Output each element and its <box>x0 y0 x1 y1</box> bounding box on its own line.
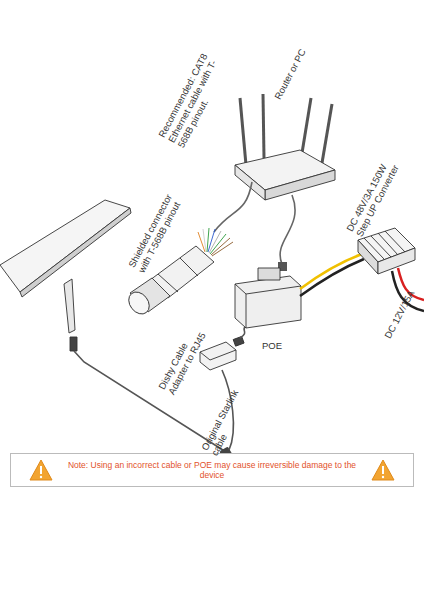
part-label: Router or PC <box>272 25 319 101</box>
part-label: Original Starlink cable <box>199 385 251 457</box>
wire <box>300 259 364 296</box>
cable <box>240 326 246 338</box>
step-up-converter <box>358 228 415 274</box>
ethernet-cable <box>280 195 295 264</box>
wire <box>300 254 362 289</box>
part-label: POE <box>262 340 302 351</box>
router-illustration <box>235 94 335 200</box>
ethernet-cable <box>214 182 252 232</box>
part-label: Recommended: CAT8 Ethernet cable with T-… <box>156 50 230 149</box>
warning-icon <box>371 459 395 481</box>
warning-icon <box>29 459 53 481</box>
starlink-dish <box>0 200 131 351</box>
note-box: Note: Using an incorrect cable or POE ma… <box>10 453 414 487</box>
note-text: Note: Using an incorrect cable or POE ma… <box>61 454 363 486</box>
part-label: DC 48V/3A 150W Step UP Converter <box>344 149 406 239</box>
poe-injector <box>235 268 301 328</box>
dishy-adapter <box>200 336 244 370</box>
